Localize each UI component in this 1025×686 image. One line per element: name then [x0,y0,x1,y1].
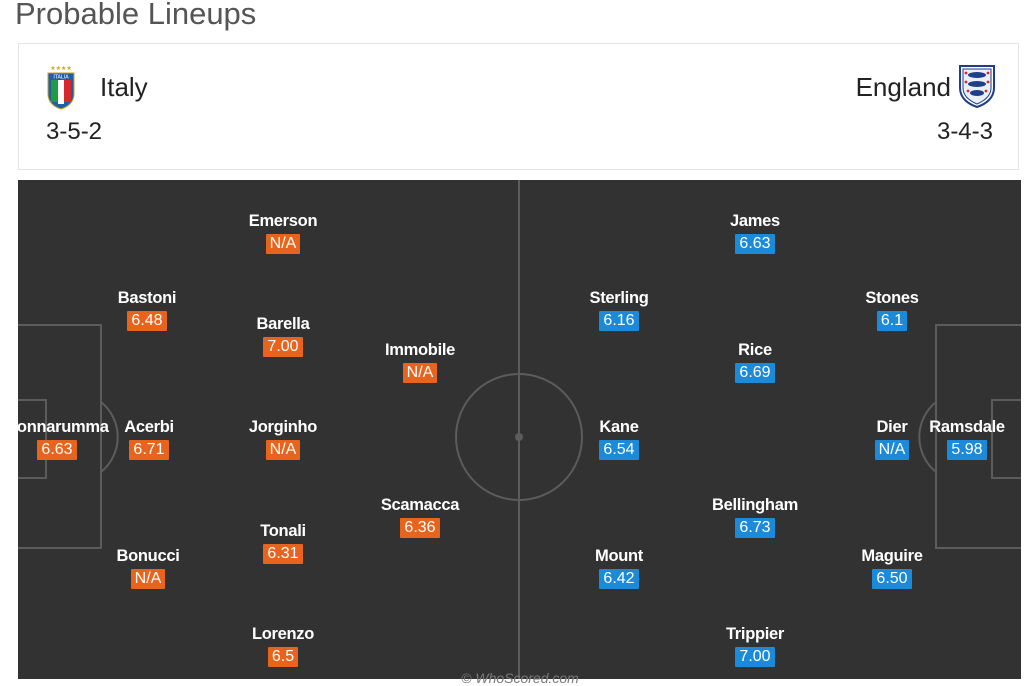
player-name: Acerbi [124,418,174,436]
player-name: Stones [865,289,919,307]
away-player-kane[interactable]: Kane 6.54 [544,417,694,460]
teams-header-card: ★★★★ ITALIA Italy 3-5-2 England 3- [18,43,1019,170]
player-rating: N/A [874,440,910,460]
player-name: Bastoni [117,289,177,307]
home-player-lorenzo[interactable]: Lorenzo 6.5 [208,624,358,667]
player-name: Kane [599,418,639,436]
player-rating: 6.16 [599,311,639,331]
away-team-name[interactable]: England [855,72,951,102]
player-name: Donnarumma [18,418,109,436]
away-player-sterling[interactable]: Sterling 6.16 [544,288,694,331]
away-player-stones[interactable]: Stones 6.1 [817,288,967,331]
player-name: James [730,212,780,230]
home-team-name[interactable]: Italy [100,72,148,102]
home-player-scamacca[interactable]: Scamacca 6.36 [345,495,495,538]
player-name: Trippier [725,625,785,643]
svg-text:ITALIA: ITALIA [53,75,69,81]
home-player-tonali[interactable]: Tonali 6.31 [208,521,358,564]
home-player-donnarumma[interactable]: Donnarumma 6.63 [18,417,132,460]
player-rating: N/A [265,440,301,460]
player-rating: 6.42 [599,569,639,589]
home-player-emerson[interactable]: Emerson N/A [208,211,358,254]
player-rating: 5.98 [947,440,987,460]
player-rating: 6.1 [876,311,908,331]
player-name: Ramsdale [929,418,1005,436]
player-rating: 6.31 [263,544,303,564]
player-name: Tonali [260,522,306,540]
page-title: Probable Lineups [15,0,257,31]
home-player-jorginho[interactable]: Jorginho N/A [208,417,358,460]
away-player-mount[interactable]: Mount 6.42 [544,546,694,589]
away-player-dier[interactable]: Dier N/A [817,417,967,460]
player-name: Maguire [861,547,923,565]
away-player-james[interactable]: James 6.63 [680,211,830,254]
player-rating: 7.00 [263,337,303,357]
player-name: Bonucci [116,547,180,565]
away-player-ramsdale[interactable]: Ramsdale 5.98 [892,417,1021,460]
player-name: Mount [595,547,643,565]
player-rating: N/A [265,234,301,254]
player-name: Emerson [248,212,318,230]
player-rating: 6.50 [872,569,912,589]
england-crest-icon [958,64,996,113]
player-rating: 7.00 [735,647,775,667]
home-player-bastoni[interactable]: Bastoni 6.48 [72,288,222,331]
player-rating: 6.48 [127,311,167,331]
away-player-maguire[interactable]: Maguire 6.50 [817,546,967,589]
player-rating: 6.36 [400,518,440,538]
home-player-immobile[interactable]: Immobile N/A [345,340,495,383]
player-rating: N/A [130,569,166,589]
pitch-markings [18,180,1021,679]
italy-crest-icon: ★★★★ ITALIA [46,64,76,115]
player-name: Scamacca [380,496,460,514]
player-rating: 6.71 [129,440,169,460]
player-rating: 6.63 [37,440,77,460]
home-player-bonucci[interactable]: Bonucci N/A [73,546,223,589]
away-player-rice[interactable]: Rice 6.69 [680,340,830,383]
away-player-trippier[interactable]: Trippier 7.00 [680,624,830,667]
watermark: © WhoScored.com [461,670,579,686]
player-rating: N/A [402,363,438,383]
pitch: Donnarumma 6.63 Bastoni 6.48 Acerbi 6.71… [18,180,1021,679]
away-player-bellingham[interactable]: Bellingham 6.73 [680,495,830,538]
player-name: Dier [876,418,908,436]
player-rating: 6.54 [599,440,639,460]
player-rating: 6.63 [735,234,775,254]
player-rating: 6.73 [735,518,775,538]
player-name: Lorenzo [251,625,315,643]
home-player-acerbi[interactable]: Acerbi 6.71 [74,417,224,460]
player-rating: 6.69 [735,363,775,383]
home-player-barella[interactable]: Barella 7.00 [208,314,358,357]
player-rating: 6.5 [267,647,299,667]
svg-text:★★★★: ★★★★ [50,65,72,72]
player-name: Rice [738,341,772,359]
player-name: Sterling [589,289,649,307]
player-name: Bellingham [712,496,798,514]
player-name: Barella [256,315,310,333]
home-formation: 3-5-2 [46,118,103,145]
player-name: Immobile [384,341,456,359]
away-formation: 3-4-3 [936,118,993,145]
player-name: Jorginho [248,418,318,436]
